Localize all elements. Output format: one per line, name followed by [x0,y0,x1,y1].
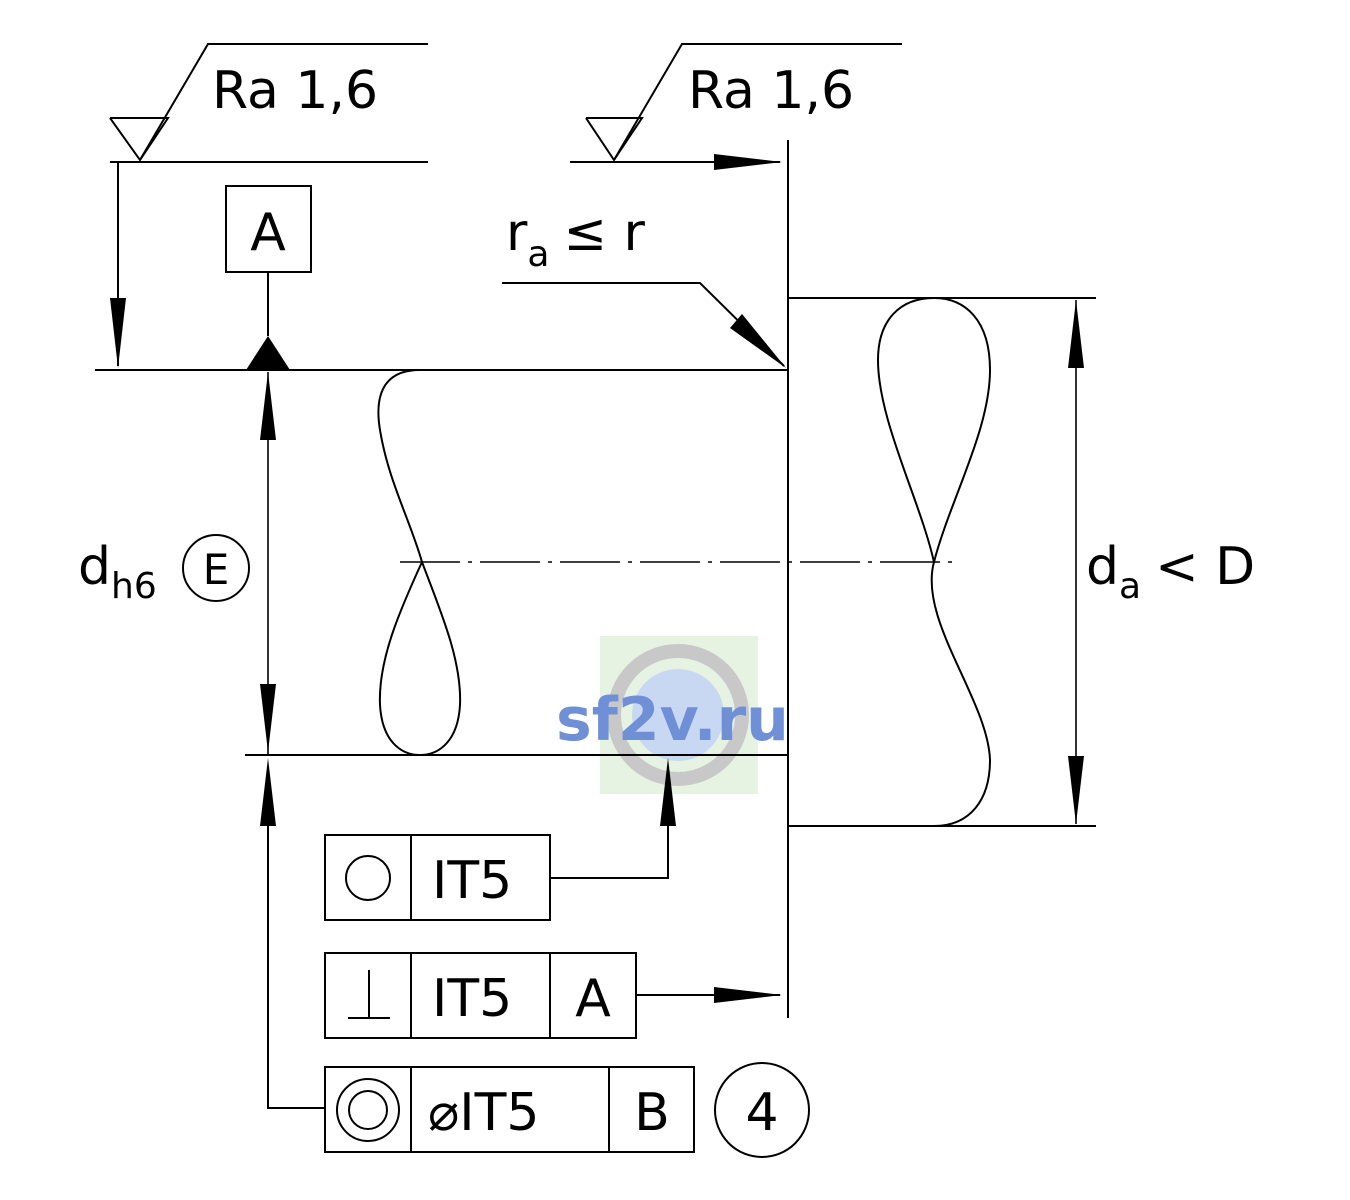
circularity-icon [345,855,391,901]
fillet-annotation: ra≤ r [502,203,786,368]
coaxiality-icon [348,1090,388,1130]
perpendicularity-datum: A [575,969,611,1029]
coaxiality-datum: B [634,1083,670,1143]
roughness-label-right: Ra 1,6 [688,61,854,121]
roughness-arrow-right-icon [714,154,782,170]
coaxiality-arrow-icon [260,758,276,826]
dim-arrow-up-icon [260,372,276,440]
roughness-check-line [139,43,428,161]
roughness-label-left: Ra 1,6 [212,61,378,121]
dim-arrow-down-icon [1068,756,1084,824]
datum-a-label: A [250,203,286,263]
roughness-symbol-left: Ra 1,6 [109,43,428,163]
roughness-symbol-right: Ra 1,6 [570,43,902,170]
fillet-arrow-icon [730,314,786,368]
envelope-label: E [203,545,230,594]
shaft-dim-label: dh6 [78,537,157,607]
note-circle-icon [714,1062,810,1158]
note-callout: 4 [714,1062,810,1158]
coaxiality-icon-outer [336,1078,400,1142]
fillet-label: ra≤ r [506,203,646,275]
shaft-break-curve [377,369,462,757]
coaxiality-tolerance: ⌀IT5 [428,1083,540,1143]
datum-triangle-icon [246,336,290,370]
shoulder-break-curve [930,297,992,827]
perpendicularity-tolerance: IT5 [432,969,512,1029]
roughness-check-line [613,43,902,161]
shaft-diameter-dimension: dh6 E [78,372,276,754]
housing-diameter-dimension: da< D [1068,300,1255,824]
envelope-circle-icon [182,534,250,602]
housing-dim-label: da< D [1086,537,1255,607]
roughness-triangle-icon [585,117,644,162]
frame-circularity: IT5 [324,758,676,921]
circularity-leader [550,782,669,879]
perpendicularity-arrow-icon [714,987,782,1003]
frame-coaxiality: ⌀IT5 B [260,758,695,1153]
watermark-bearing-inner [632,669,724,761]
dim-arrow-down-icon [260,684,276,752]
watermark-bearing-ring [607,644,749,786]
datum-a-symbol: A [225,185,312,370]
circularity-arrow-icon [660,758,676,826]
watermark: sf2v.ru [556,636,789,794]
note-number: 4 [745,1083,778,1143]
roughness-arrow-down-icon [110,298,126,368]
watermark-text: sf2v.ru [556,685,789,755]
coaxiality-leader [267,780,325,1109]
frame-coaxiality-box [324,1066,695,1153]
frame-perpendicularity: IT5 A [324,952,782,1039]
shoulder-break-curve-left [876,297,935,563]
roughness-triangle-icon [109,117,170,162]
dim-arrow-up-icon [1068,300,1084,368]
circularity-tolerance: IT5 [432,851,512,911]
